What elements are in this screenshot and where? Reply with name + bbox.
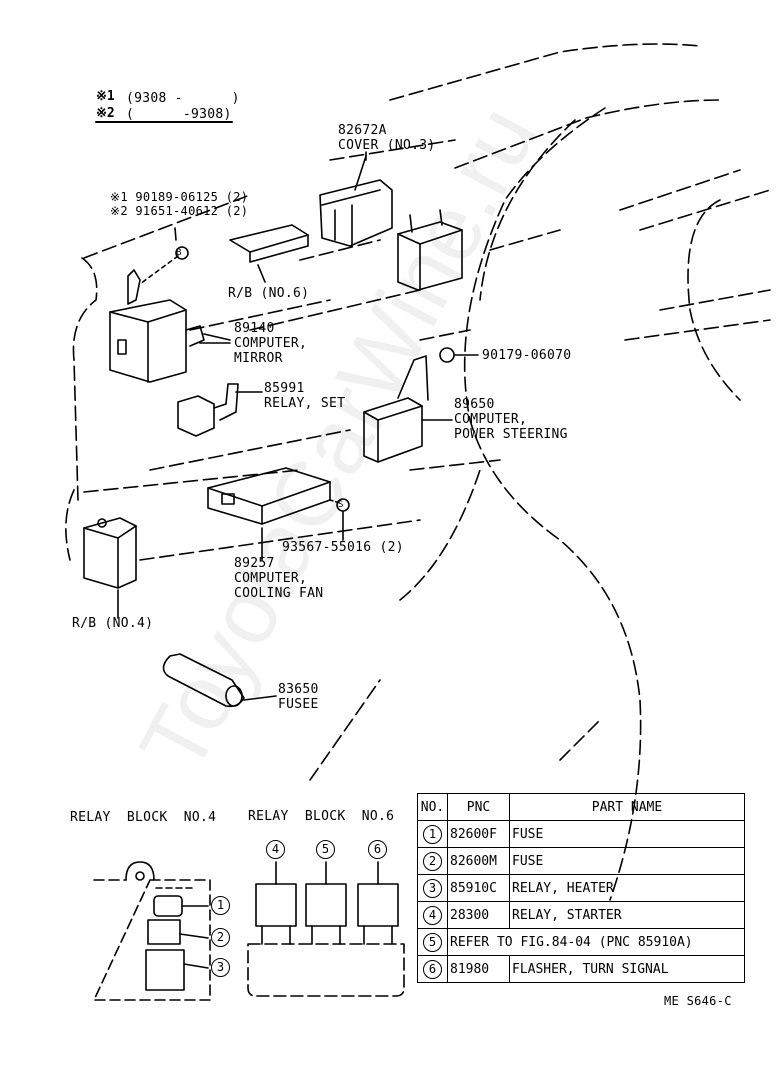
label-82672a-name: COVER (NO.3)	[338, 138, 436, 153]
cover-no3-drawing	[319, 155, 393, 247]
relay-block-6-schematic	[247, 861, 405, 997]
header-pnc: PNC	[447, 793, 510, 821]
label-89650: 89650	[454, 397, 495, 412]
cooling-fan-computer-drawing	[207, 467, 341, 561]
row-part-name: FUSE	[509, 847, 745, 875]
drawing-code: ME S646-C	[664, 994, 732, 1008]
body-outline	[65, 43, 771, 901]
parts-table-header: NO. PNC PART NAME	[417, 793, 745, 821]
label-89140-name2: MIRROR	[234, 351, 283, 366]
power-steering-computer-drawing	[363, 355, 453, 463]
label-91651: ※2 91651-40612 (2)	[110, 204, 249, 218]
screw-b-mark: B	[176, 248, 182, 258]
row-pnc: 85910C	[447, 874, 510, 902]
table-row: 6 81980 FLASHER, TURN SIGNAL	[417, 955, 745, 983]
legend-mark-2: ※2	[96, 106, 115, 121]
fusee-drawing	[162, 653, 277, 708]
row-pnc: 81980	[447, 955, 510, 983]
row-part-name: RELAY, STARTER	[509, 901, 745, 929]
table-row: 2 82600M FUSE	[417, 847, 745, 875]
table-row: 3 85910C RELAY, HEATER	[417, 874, 745, 902]
relay-block-4-title: RELAY BLOCK NO.4	[70, 810, 217, 825]
label-85991: 85991	[264, 381, 305, 396]
rb6-marker-5: 5	[316, 840, 335, 859]
bolt-s-callout	[336, 498, 350, 512]
row-pnc: 82600F	[447, 820, 510, 848]
row-refer-text: REFER TO FIG.84-04 (PNC 85910A)	[447, 928, 745, 956]
rb4-marker-2: 2	[211, 928, 230, 947]
label-89257: 89257	[234, 556, 275, 571]
row-number: 2	[423, 851, 442, 871]
legend-mark-1: ※1	[96, 89, 115, 104]
label-83650-name: FUSEE	[278, 697, 319, 712]
screw-b-callout	[175, 246, 189, 260]
row-part-name: FUSE	[509, 820, 745, 848]
table-row: 5 REFER TO FIG.84-04 (PNC 85910A)	[417, 928, 745, 956]
header-no: NO.	[417, 793, 448, 821]
label-85991-name: RELAY, SET	[264, 396, 346, 411]
legend-range-1: (9308 - )	[126, 91, 240, 106]
nut-90179-drawing	[439, 347, 479, 363]
row-part-name: FLASHER, TURN SIGNAL	[509, 955, 745, 983]
label-83650: 83650	[278, 682, 319, 697]
header-part-name: PART NAME	[509, 793, 745, 821]
legend-range-2: ( -9308)	[126, 107, 232, 122]
bolt-s-mark: S	[338, 500, 344, 510]
rb4-marker-1: 1	[211, 896, 230, 915]
row-number: 6	[423, 959, 442, 979]
label-90179: 90179-06070	[482, 348, 572, 363]
relay-set-drawing	[177, 383, 263, 437]
row-number: 1	[423, 824, 442, 844]
mirror-computer-drawing	[109, 269, 231, 383]
row-number: 3	[423, 878, 442, 898]
label-89650-name2: POWER STEERING	[454, 427, 568, 442]
rb6-marker-6: 6	[368, 840, 387, 859]
label-89257-name2: COOLING FAN	[234, 586, 324, 601]
label-90189: ※1 90189-06125 (2)	[110, 190, 249, 204]
label-89650-name1: COMPUTER,	[454, 412, 528, 427]
junction-block-drawing	[397, 209, 463, 291]
row-number: 4	[423, 905, 442, 925]
row-number: 5	[423, 932, 442, 952]
label-93567: 93567-55016 (2)	[282, 540, 404, 555]
row-part-name: RELAY, HEATER	[509, 874, 745, 902]
parts-table: NO. PNC PART NAME 1 82600F FUSE 2 82600M…	[417, 793, 745, 983]
label-rb6: R/B (NO.6)	[228, 286, 310, 301]
row-pnc: 82600M	[447, 847, 510, 875]
rb4-drawing	[83, 517, 137, 619]
label-89140-name1: COMPUTER,	[234, 336, 308, 351]
rb6-drawing	[229, 224, 309, 283]
relay-block-6-title: RELAY BLOCK NO.6	[248, 809, 395, 824]
label-rb4: R/B (NO.4)	[72, 616, 154, 631]
label-89257-name1: COMPUTER,	[234, 571, 308, 586]
label-82672a: 82672A	[338, 123, 387, 138]
row-pnc: 28300	[447, 901, 510, 929]
rb4-marker-3: 3	[211, 958, 230, 977]
table-row: 1 82600F FUSE	[417, 820, 745, 848]
rb6-marker-4: 4	[266, 840, 285, 859]
label-89140: 89140	[234, 321, 275, 336]
table-row: 4 28300 RELAY, STARTER	[417, 901, 745, 929]
relay-block-4-schematic	[93, 861, 211, 1001]
